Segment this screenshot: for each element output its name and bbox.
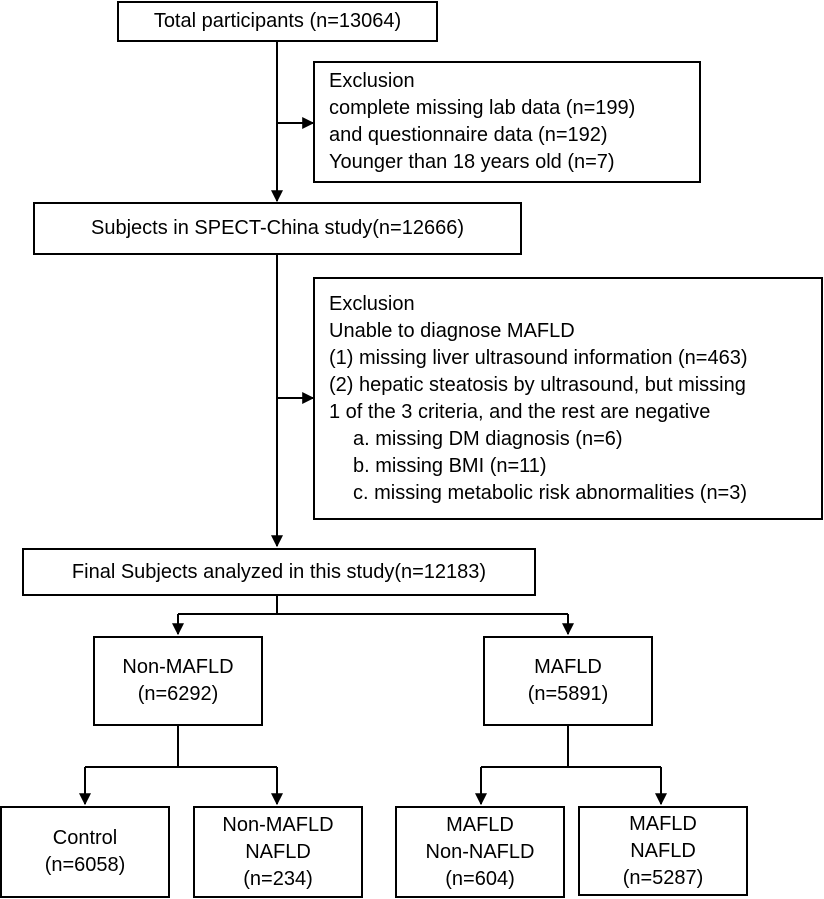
final-subjects-box: Final Subjects analyzed in this study(n=… [22, 548, 536, 596]
mafld-non-nafld-label-1: MAFLD [446, 813, 514, 836]
control-box: Control (n=6058) [0, 806, 170, 898]
exclusion2-line: 1 of the 3 criteria, and the rest are ne… [329, 401, 711, 423]
non-mafld-label: Non-MAFLD [122, 656, 234, 678]
exclusion2-title: Exclusion [329, 293, 415, 315]
final-subjects-label: Final Subjects analyzed in this study(n=… [71, 560, 487, 583]
mafld-nafld-label-2: NAFLD [630, 839, 696, 862]
mafld-non-nafld-label-2: Non-NAFLD [425, 840, 535, 863]
exclusion1-box: Exclusion complete missing lab data (n=1… [313, 61, 701, 183]
exclusion2-line: (1) missing liver ultrasound information… [329, 347, 748, 369]
exclusion2-sub-item: b. missing BMI (n=11) [353, 455, 547, 477]
mafld-nafld-label-1: MAFLD [629, 812, 697, 835]
non-mafld-count: (n=6292) [137, 683, 219, 705]
spect-china-label: Subjects in SPECT-China study(n=12666) [91, 217, 464, 239]
exclusion2-sub-item: a. missing DM diagnosis (n=6) [353, 428, 623, 450]
exclusion2-line: Unable to diagnose MAFLD [329, 320, 575, 342]
exclusion1-line: complete missing lab data (n=199) [329, 97, 636, 119]
mafld-count: (n=5891) [527, 683, 609, 705]
exclusion2-box: Exclusion Unable to diagnose MAFLD (1) m… [313, 277, 823, 520]
non-mafld-box: Non-MAFLD (n=6292) [93, 636, 263, 726]
mafld-box: MAFLD (n=5891) [483, 636, 653, 726]
non-mafld-nafld-label-1: Non-MAFLD [222, 813, 334, 836]
non-mafld-nafld-label-2: NAFLD [245, 840, 311, 863]
exclusion2-line: (2) hepatic steatosis by ultrasound, but… [329, 374, 746, 396]
mafld-nafld-box: MAFLD NAFLD (n=5287) [578, 806, 748, 896]
exclusion1-line: and questionnaire data (n=192) [329, 124, 608, 146]
mafld-label: MAFLD [534, 656, 602, 678]
mafld-non-nafld-count: (n=604) [445, 867, 515, 890]
exclusion1-line: Younger than 18 years old (n=7) [329, 151, 615, 173]
non-mafld-nafld-count: (n=234) [243, 867, 313, 890]
control-count: (n=6058) [44, 854, 126, 876]
mafld-non-nafld-box: MAFLD Non-NAFLD (n=604) [395, 806, 565, 898]
total-participants-label: Total participants (n=13064) [153, 10, 402, 32]
exclusion2-sub-item: c. missing metabolic risk abnormalities … [353, 482, 748, 504]
spect-china-box: Subjects in SPECT-China study(n=12666) [33, 202, 522, 255]
mafld-nafld-count: (n=5287) [622, 866, 704, 889]
control-label: Control [52, 827, 118, 849]
non-mafld-nafld-box: Non-MAFLD NAFLD (n=234) [193, 806, 363, 898]
total-participants-box: Total participants (n=13064) [117, 1, 438, 42]
exclusion1-title: Exclusion [329, 70, 415, 92]
